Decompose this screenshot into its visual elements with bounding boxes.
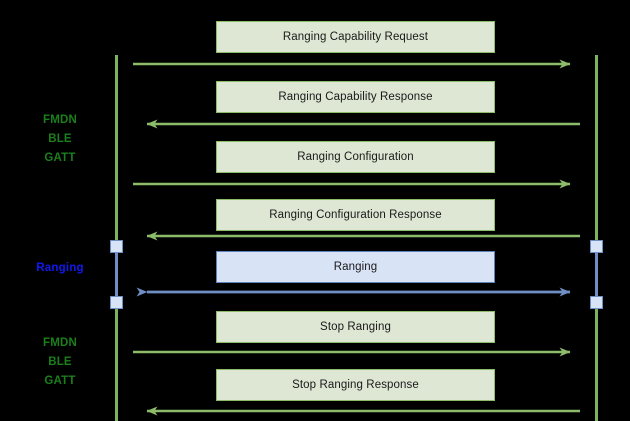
activation-right-start [590, 240, 603, 253]
message-box-stop-ranging[interactable]: Stop Ranging [216, 311, 495, 343]
phase-label-line: FMDN [42, 337, 77, 349]
message-box-ranging-capability-response[interactable]: Ranging Capability Response [216, 81, 495, 113]
activation-left-end [110, 296, 123, 309]
activation-right-end [590, 296, 603, 309]
left-lifeline [115, 55, 118, 248]
right-lifeline-lower [595, 309, 598, 421]
message-label: Ranging Configuration [297, 151, 414, 163]
phase-label-top: FMDN BLE GATT [18, 111, 102, 168]
right-lifeline-ranging-segment [595, 248, 598, 309]
activation-left-start [110, 240, 123, 253]
phase-label-bottom: FMDN BLE GATT [18, 334, 102, 391]
left-lifeline-ranging-segment [115, 248, 118, 309]
left-lifeline-lower [115, 309, 118, 421]
message-box-ranging-configuration[interactable]: Ranging Configuration [216, 141, 495, 173]
phase-label-line: GATT [44, 375, 76, 387]
message-label: Stop Ranging Response [292, 379, 419, 391]
message-label: Stop Ranging [320, 321, 391, 333]
phase-label-ranging: Ranging [18, 259, 102, 278]
message-box-ranging[interactable]: Ranging [216, 251, 495, 283]
phase-label-line: GATT [44, 152, 76, 164]
right-lifeline [595, 55, 598, 248]
phase-label-line: FMDN [42, 114, 77, 126]
message-label: Ranging Configuration Response [269, 209, 442, 221]
message-box-ranging-capability-request[interactable]: Ranging Capability Request [216, 21, 495, 53]
phase-label-line: BLE [48, 356, 72, 368]
phase-label-line: Ranging [36, 262, 84, 274]
message-label: Ranging Capability Request [282, 31, 429, 43]
message-box-stop-ranging-response[interactable]: Stop Ranging Response [216, 369, 495, 401]
phase-label-line: BLE [48, 133, 72, 145]
message-label: Ranging Capability Response [278, 91, 433, 103]
message-box-ranging-configuration-response[interactable]: Ranging Configuration Response [216, 199, 495, 231]
message-label: Ranging [333, 261, 378, 273]
